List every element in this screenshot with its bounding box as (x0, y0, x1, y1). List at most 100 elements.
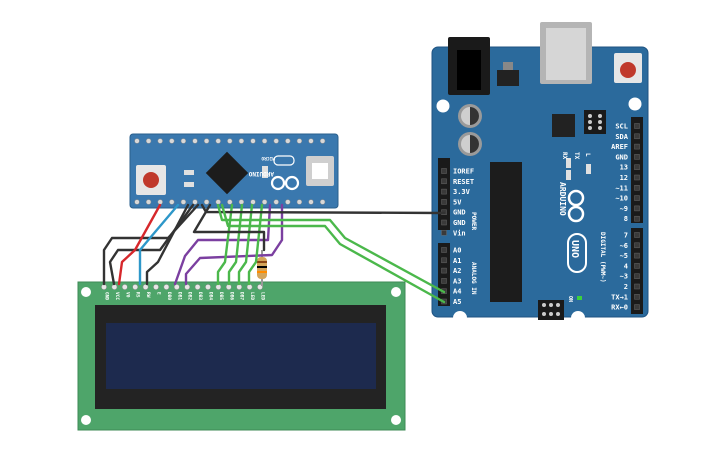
wire-a4[interactable] (216, 203, 446, 294)
micro-pin[interactable] (157, 138, 163, 144)
micro-pin[interactable] (319, 138, 326, 144)
micro-pin[interactable] (227, 138, 233, 144)
lcd-pin[interactable] (205, 284, 211, 290)
uno-digital-pin[interactable] (634, 143, 640, 150)
micro-pin[interactable] (215, 199, 221, 205)
uno-power-pin[interactable] (441, 188, 447, 195)
micro-pin[interactable] (169, 199, 175, 205)
micro-pin[interactable] (250, 199, 256, 205)
wire-db5[interactable] (227, 203, 244, 286)
lcd-pin[interactable] (163, 284, 170, 290)
uno-digital-pin[interactable] (634, 294, 640, 300)
micro-pin[interactable] (145, 199, 152, 205)
micro-pin[interactable] (169, 138, 175, 144)
wire-black-loop[interactable] (192, 203, 266, 252)
micro-pin[interactable] (261, 138, 268, 144)
uno-digital-pin[interactable] (634, 252, 640, 259)
uno-power-pin[interactable] (441, 219, 447, 226)
uno-digital-pin[interactable] (634, 164, 640, 170)
lcd-pin[interactable] (246, 284, 253, 290)
micro-pin[interactable] (238, 199, 245, 205)
uno-digital-pin-label: SCL (615, 123, 628, 131)
uno-power-pin[interactable] (441, 168, 447, 174)
micro-pin[interactable] (215, 138, 221, 144)
wire-db4[interactable] (216, 203, 234, 286)
uno-digital-pin[interactable] (634, 283, 640, 290)
uno-digital-pin[interactable] (634, 205, 640, 212)
micro-pin[interactable] (296, 138, 303, 144)
lcd-pin-label: DB7 (239, 292, 245, 300)
lcd-pin[interactable] (215, 284, 222, 290)
micro-pin[interactable] (157, 199, 163, 205)
uno-digital-pin[interactable] (634, 154, 640, 160)
micro-pin[interactable] (285, 138, 291, 144)
wire-5v-vcc[interactable] (117, 203, 162, 286)
lcd-pin[interactable] (111, 284, 118, 290)
micro-pin[interactable] (261, 199, 268, 205)
lcd-pin-label: GND (104, 292, 110, 300)
uno-digital-pin[interactable] (634, 232, 640, 238)
micro-pin[interactable] (273, 199, 279, 205)
micro-pin[interactable] (308, 199, 314, 205)
wire-e[interactable] (145, 203, 190, 286)
uno-digital-pin[interactable] (634, 195, 640, 201)
micro-pin[interactable] (273, 138, 279, 144)
analog-header-label: ANALOG IN (470, 262, 477, 295)
uno-digital-pin[interactable] (634, 185, 640, 191)
wire-rs[interactable] (138, 203, 180, 286)
uno-analog-pin[interactable] (441, 257, 447, 264)
micro-pin[interactable] (308, 138, 314, 144)
micro-pin[interactable] (238, 138, 245, 144)
micro-pin[interactable] (319, 199, 326, 205)
uno-digital-pin[interactable] (634, 242, 640, 249)
uno-analog-pin[interactable] (441, 278, 447, 284)
uno-analog-pin[interactable] (441, 267, 447, 274)
uno-digital-pin[interactable] (634, 133, 640, 140)
micro-pin[interactable] (296, 199, 303, 205)
wire-db6[interactable] (237, 203, 254, 286)
wire-a5[interactable] (220, 203, 446, 304)
uno-power-pin[interactable] (441, 178, 447, 185)
uno-digital-pin[interactable] (634, 215, 640, 222)
uno-digital-pin[interactable] (634, 123, 640, 129)
micro-pin[interactable] (192, 138, 198, 144)
wire-db7[interactable] (247, 203, 264, 286)
uno-analog-pin-label: A5 (453, 298, 461, 306)
lcd-pin[interactable] (173, 284, 180, 290)
micro-pin[interactable] (134, 199, 140, 205)
uno-digital-pin[interactable] (634, 304, 640, 310)
uno-analog-pin-label: A1 (453, 257, 461, 265)
arduino-uno-board[interactable]: TX RX L ON ARDUINO UNO IOREFRESET3.3V5VG… (431, 22, 649, 325)
micro-pin[interactable] (192, 199, 198, 205)
uno-digital-pin[interactable] (634, 273, 640, 279)
wire-led-purple[interactable] (184, 203, 284, 286)
lcd-pin[interactable] (153, 284, 159, 290)
uno-power-pin[interactable] (441, 199, 447, 205)
lcd-pin-label: DB5 (218, 292, 224, 300)
lcd-pin[interactable] (194, 284, 201, 290)
micro-pin[interactable] (250, 138, 256, 144)
arduino-micro-board[interactable]: ARDUINO MICRO (129, 133, 339, 209)
uno-digital-pin[interactable] (634, 263, 640, 269)
wire-db-purple[interactable] (173, 203, 272, 286)
micro-pin[interactable] (180, 199, 187, 205)
micro-pin[interactable] (285, 199, 291, 205)
capacitor (458, 104, 482, 128)
uno-digital-pin[interactable] (634, 174, 640, 181)
uno-analog-pin[interactable] (441, 247, 447, 253)
micro-pin[interactable] (203, 138, 210, 144)
uno-digital-pin-label: ~3 (620, 273, 628, 281)
lcd-pin[interactable] (142, 284, 149, 290)
lcd-pin[interactable] (184, 284, 191, 290)
micro-pin[interactable] (203, 199, 210, 205)
lcd-pin[interactable] (121, 284, 128, 290)
micro-pin[interactable] (134, 138, 140, 144)
lcd-pin-label: DB2 (187, 292, 193, 300)
lcd-pin[interactable] (132, 284, 139, 290)
micro-pin[interactable] (145, 138, 152, 144)
micro-pin[interactable] (227, 199, 233, 205)
uno-power-pin[interactable] (441, 230, 447, 236)
uno-power-pin-label: IOREF (453, 168, 474, 176)
micro-pin[interactable] (180, 138, 187, 144)
